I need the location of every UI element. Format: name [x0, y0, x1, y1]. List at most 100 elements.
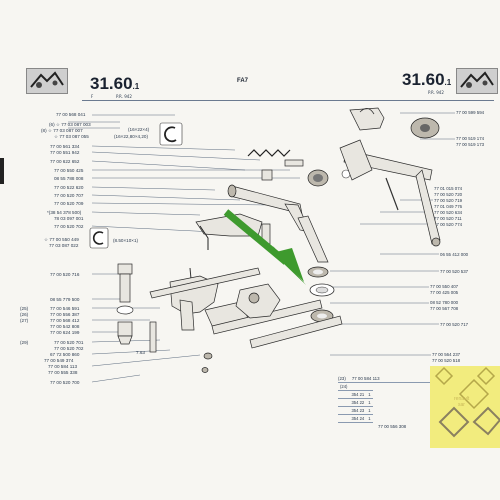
- part-number-label: 77 00 551 942: [50, 150, 80, 155]
- row-qty: 1: [368, 400, 371, 405]
- ref-prefix: (26): [20, 312, 29, 317]
- shift-fork-lower: [149, 267, 261, 331]
- header-rule: [82, 100, 494, 101]
- part-number-label: (8) ☆ 77 03 087 007: [41, 128, 83, 133]
- part-number-label: ☆ 77 03 087 055: [54, 134, 89, 139]
- part-number-label: 77 00 568 412: [50, 318, 80, 323]
- gearbox-icon-right: [460, 71, 494, 88]
- svg-text:sar: sar: [458, 402, 465, 408]
- shift-rod-lower: [201, 283, 343, 373]
- part-number-label: ☆ 77 00 550 449: [44, 237, 79, 242]
- part-number-label: 77 00 520 518: [432, 358, 461, 363]
- table-row: (24): [338, 383, 373, 391]
- dimension-callout: (8.50×10×1): [113, 238, 139, 243]
- left-ref: P.R. 942: [116, 94, 132, 99]
- table-header: (23) 77 00 584 113: [338, 376, 448, 383]
- part-number-label: 08 52 780 000: [430, 300, 459, 305]
- left-section-suffix: .1: [132, 82, 140, 91]
- part-number-label: 77 00 546 591: [50, 306, 80, 311]
- header-icon-right: [456, 68, 498, 94]
- right-ref: P.R. 942: [428, 90, 444, 95]
- part-number-label: 77 00 519 174: [456, 136, 485, 141]
- row-code: [349, 383, 366, 391]
- header-left-section: 31.60.1: [90, 74, 139, 94]
- right-section-suffix: .1: [444, 78, 452, 87]
- table-header-ref: (23): [338, 376, 346, 381]
- row-code: 354 23: [351, 408, 365, 413]
- row-code: 354 22: [351, 400, 365, 405]
- part-number-label: 77 00 567 708: [430, 306, 459, 311]
- part-number-label: 77 00 624 199: [50, 330, 80, 335]
- seal-rings: [307, 266, 335, 323]
- seal-logo: renault sar: [430, 366, 500, 448]
- ref-prefix: (29): [20, 340, 29, 345]
- part-number-label: 77 00 622 652: [50, 159, 80, 164]
- part-number-label: 77 00 542 808: [50, 324, 80, 329]
- part-number-label: 77 00 520 537: [440, 269, 469, 274]
- part-number-label: 77 00 520 701: [54, 340, 84, 345]
- part-number-label: 77 00 520 700: [50, 380, 80, 385]
- shift-shaft-upper: [227, 184, 329, 263]
- part-number-label: 77 00 520 774: [434, 222, 463, 227]
- part-number-label: 77 00 584 113: [48, 364, 78, 369]
- leader-lines-left: [68, 114, 300, 383]
- row-ref: [338, 407, 349, 415]
- part-number-label: 08 55 788 008: [54, 176, 84, 181]
- part-number-label: 77 00 561 334: [50, 144, 80, 149]
- part-number-label: 77 00 520 711: [434, 216, 462, 221]
- part-number-label: 77 03 087 022: [49, 243, 79, 248]
- part-number-label: 08 55 779 500: [50, 297, 80, 302]
- dimension-callout: (16×22×4): [128, 127, 150, 132]
- row-ref: (24): [340, 384, 348, 389]
- selector-arm-right: [339, 107, 441, 247]
- left-small-mark: F: [91, 94, 94, 99]
- part-number-label: 77 00 555 338: [48, 370, 78, 375]
- part-number-label: 77 00 519 173: [456, 142, 485, 147]
- part-number-label: 77 00 520 717: [440, 322, 469, 327]
- header-icon-left: [26, 68, 68, 94]
- header-right-section: 31.60.1: [402, 70, 451, 90]
- part-number-label: 77 00 599 594: [456, 110, 485, 115]
- part-number-label: 77 00 520 716: [50, 272, 80, 277]
- row-qty: [366, 383, 372, 391]
- part-number-label: 77 00 520 634: [434, 210, 463, 215]
- dimension-callout: 7.63: [136, 350, 145, 355]
- gearbox-icon-left: [30, 71, 64, 88]
- ref-prefix: (27): [20, 318, 29, 323]
- binder-edge: [0, 158, 4, 184]
- left-section-number: 31.60: [90, 74, 133, 93]
- part-number-label: 77 00 520 707: [54, 193, 84, 198]
- table-footer-part: 77 00 556 308: [378, 424, 407, 429]
- part-number-label: 77 01 049 776: [434, 204, 463, 209]
- svg-text:renault: renault: [454, 396, 470, 402]
- part-number-label: 77 00 556 387: [50, 312, 80, 317]
- part-number-label: 77 01 015 074: [434, 186, 463, 191]
- row-ref: [338, 415, 349, 423]
- detent-plunger: [116, 263, 134, 345]
- row-ref: [338, 391, 349, 399]
- part-number-label: 77 00 520 709: [54, 201, 84, 206]
- part-number-label: 78 03 097 001: [54, 216, 84, 221]
- part-number-label: 77 00 520 720: [434, 192, 463, 197]
- row-qty: 1: [368, 392, 371, 397]
- row-qty: 1: [368, 416, 371, 421]
- row-code: 354 21: [351, 392, 365, 397]
- part-number-label: 77 00 549 374: [44, 358, 74, 363]
- spring-assembly: [247, 149, 351, 187]
- circlip-inset-top: [159, 122, 183, 146]
- part-number-label: 77 00 568 041: [56, 112, 86, 117]
- part-number-label: 77 00 564 237: [432, 352, 461, 357]
- table-header-part: 77 00 584 113: [351, 376, 380, 381]
- part-number-label: 77 00 520 702: [54, 224, 84, 229]
- seal-logo-icon: renault sar: [434, 366, 500, 438]
- part-number-label: 77 00 522 620: [54, 185, 84, 190]
- right-section-number: 31.60: [402, 70, 445, 89]
- part-number-label: 77 00 550 425: [54, 168, 84, 173]
